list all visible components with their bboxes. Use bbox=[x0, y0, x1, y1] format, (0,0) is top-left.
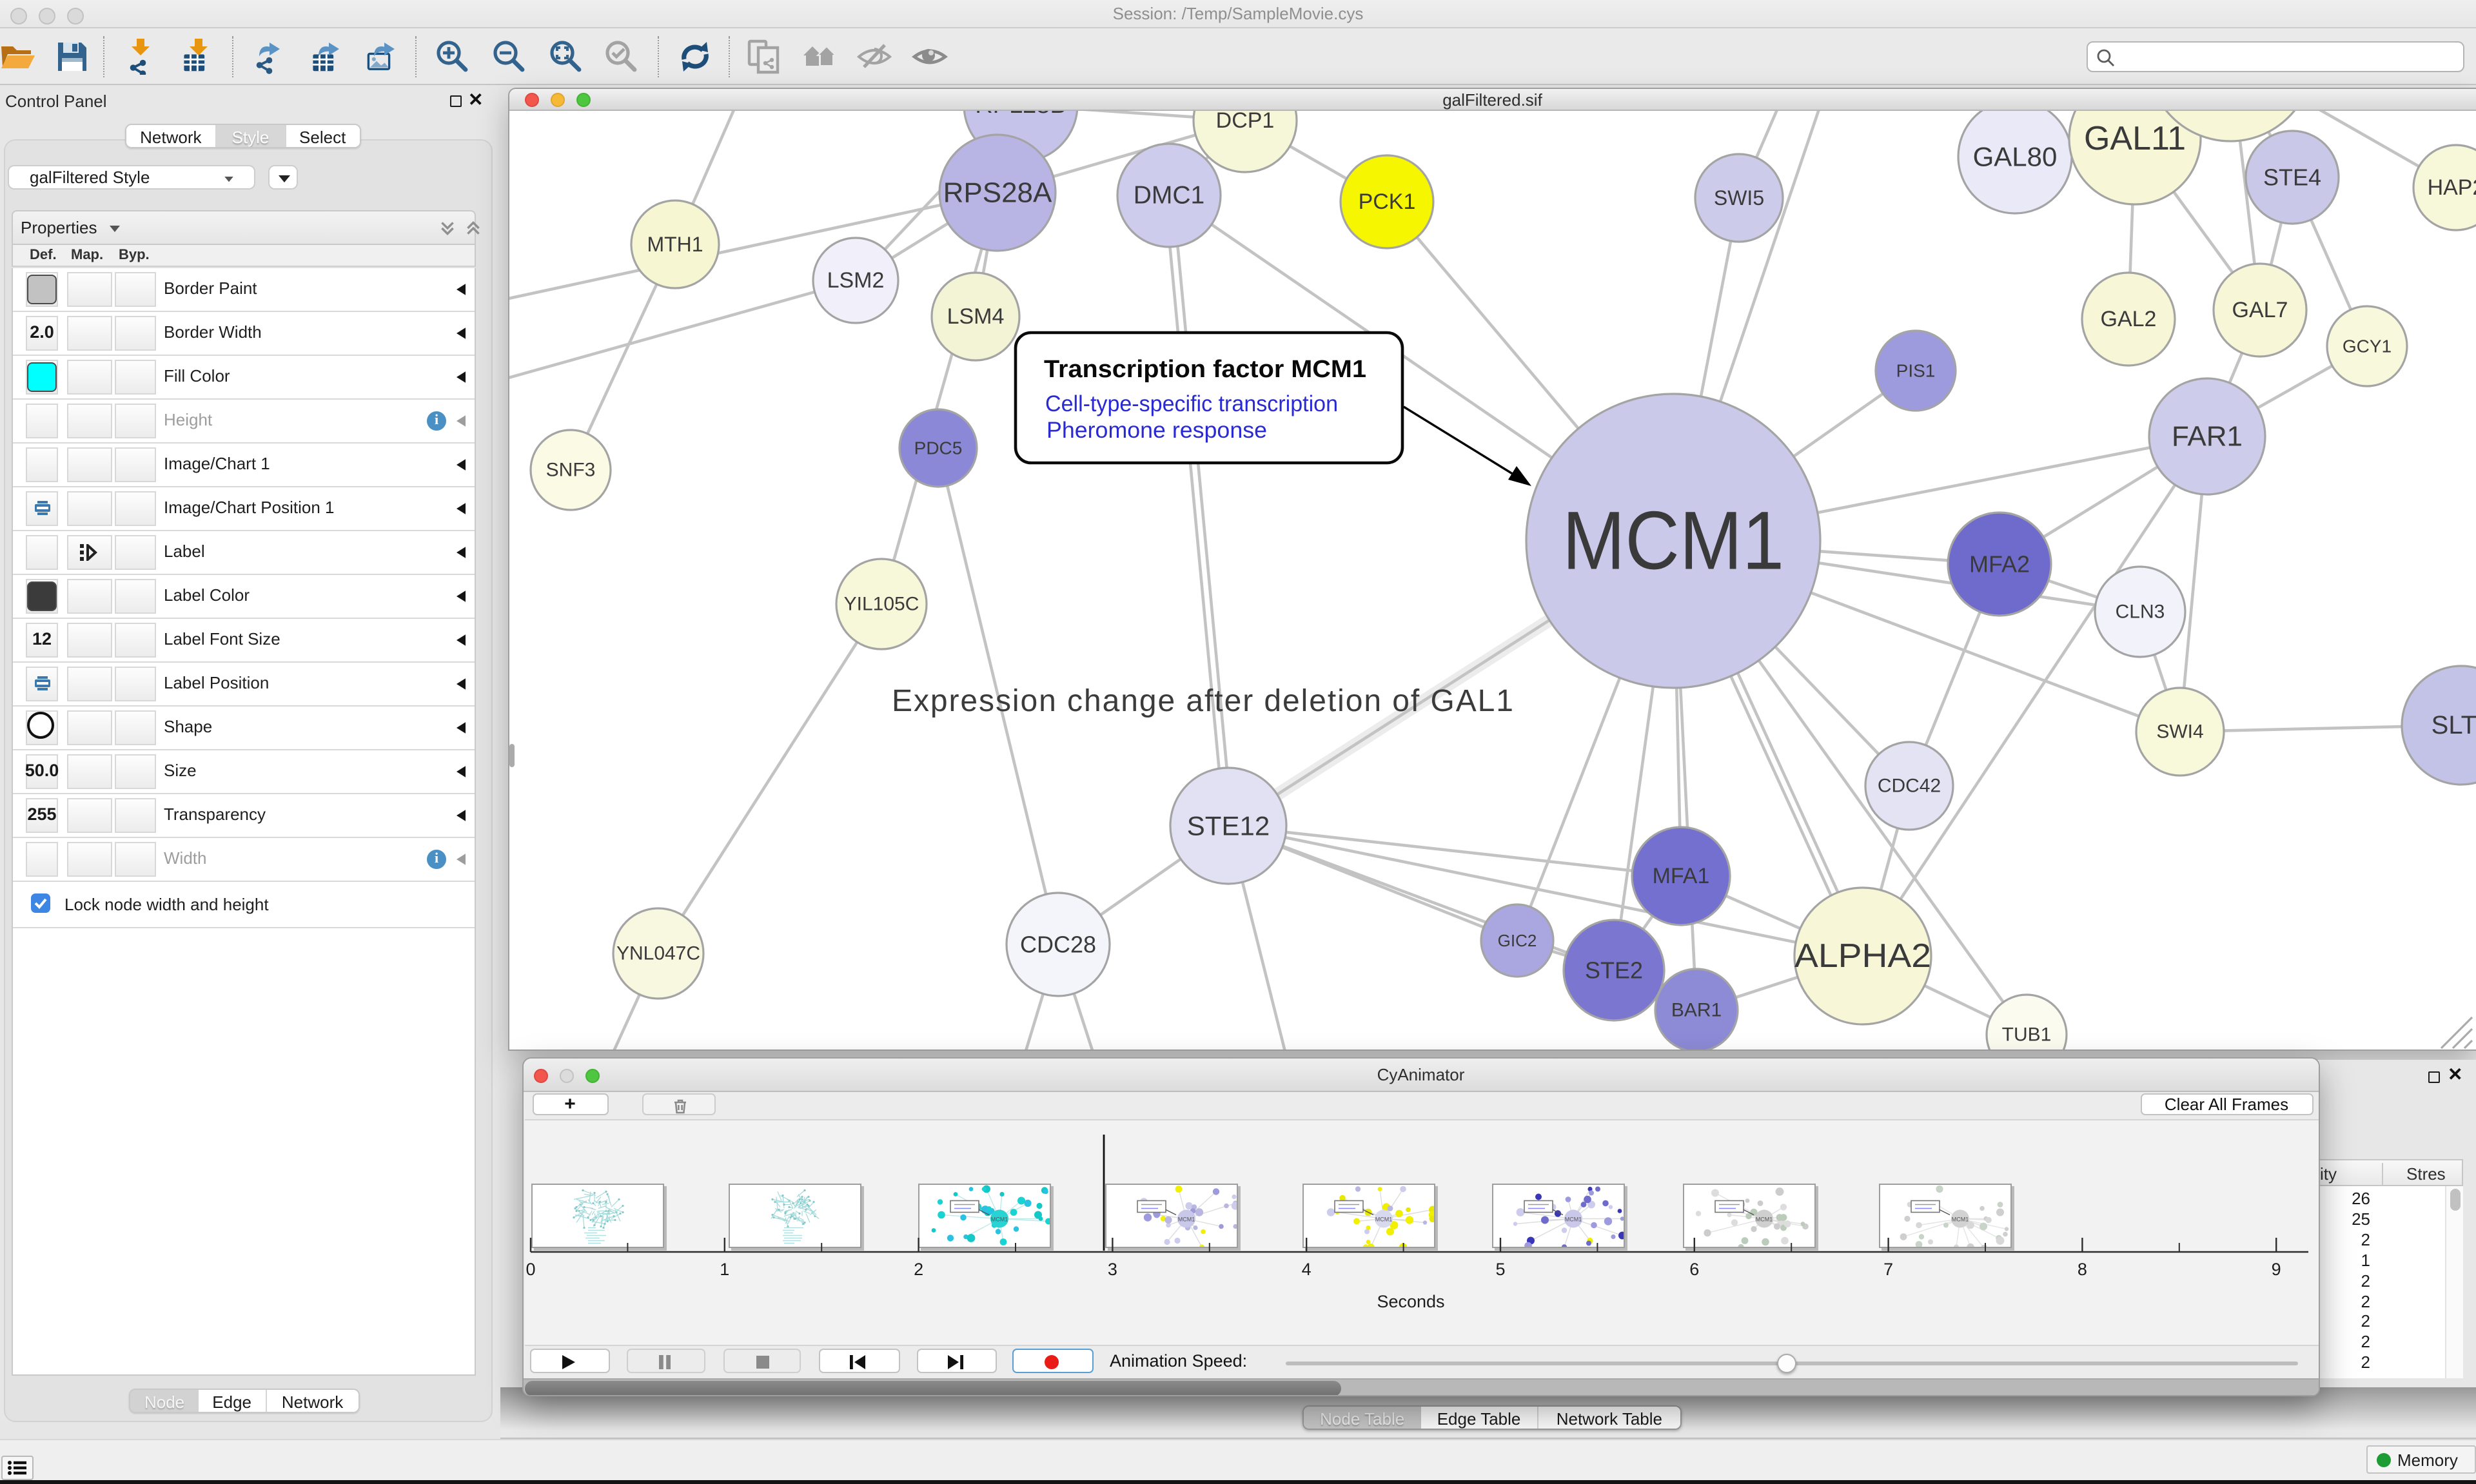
svg-text:YNL047C: YNL047C bbox=[616, 942, 700, 964]
svg-text:Seconds: Seconds bbox=[1377, 1291, 1444, 1311]
svg-text:DMC1: DMC1 bbox=[1133, 181, 1204, 209]
svg-text:SWI4: SWI4 bbox=[2156, 721, 2203, 742]
svg-text:LSM2: LSM2 bbox=[827, 268, 884, 292]
svg-text:RPL28B: RPL28B bbox=[974, 110, 1066, 118]
svg-text:BAR1: BAR1 bbox=[1671, 999, 1721, 1020]
svg-text:7: 7 bbox=[1883, 1259, 1893, 1278]
svg-text:STE2: STE2 bbox=[1584, 957, 1642, 983]
svg-text:CDC42: CDC42 bbox=[1877, 775, 1940, 796]
svg-text:PIS1: PIS1 bbox=[1896, 360, 1935, 380]
svg-text:SWI5: SWI5 bbox=[1713, 186, 1764, 209]
svg-text:FAR1: FAR1 bbox=[2171, 420, 2242, 452]
svg-text:ALPHA2: ALPHA2 bbox=[1794, 937, 1931, 974]
svg-text:SNF3: SNF3 bbox=[545, 459, 595, 480]
svg-text:STE12: STE12 bbox=[1186, 810, 1269, 841]
svg-text:PCK1: PCK1 bbox=[1358, 189, 1415, 213]
svg-text:Transcription factor MCM1: Transcription factor MCM1 bbox=[1043, 355, 1366, 382]
svg-text:MFA1: MFA1 bbox=[1652, 863, 1709, 888]
svg-text:5: 5 bbox=[1495, 1259, 1505, 1278]
svg-text:YIL105C: YIL105C bbox=[843, 593, 919, 614]
svg-text:TUB1: TUB1 bbox=[2001, 1024, 2051, 1045]
svg-text:MCM1: MCM1 bbox=[990, 1216, 1008, 1222]
svg-text:GAL7: GAL7 bbox=[2232, 297, 2288, 322]
svg-text:MTH1: MTH1 bbox=[646, 232, 702, 255]
svg-text:CDC28: CDC28 bbox=[1019, 931, 1096, 957]
svg-text:CLN3: CLN3 bbox=[2115, 601, 2165, 622]
svg-text:3: 3 bbox=[1108, 1259, 1117, 1278]
svg-text:2: 2 bbox=[914, 1259, 923, 1278]
svg-text:GIC2: GIC2 bbox=[1497, 930, 1537, 950]
svg-text:LSM4: LSM4 bbox=[947, 304, 1004, 328]
svg-text:4: 4 bbox=[1302, 1259, 1312, 1278]
svg-text:GCY1: GCY1 bbox=[2342, 336, 2391, 356]
svg-text:RPS28A: RPS28A bbox=[943, 177, 1052, 208]
svg-text:MCM1: MCM1 bbox=[1562, 494, 1783, 587]
svg-text:HAP2: HAP2 bbox=[2427, 175, 2476, 199]
svg-text:GAL11: GAL11 bbox=[2083, 119, 2185, 157]
svg-text:GAL2: GAL2 bbox=[2100, 306, 2156, 331]
svg-text:STE4: STE4 bbox=[2263, 164, 2321, 190]
svg-text:MCM1: MCM1 bbox=[1375, 1216, 1392, 1222]
svg-text:Expression change after deleti: Expression change after deletion of GAL1 bbox=[891, 683, 1513, 718]
svg-text:SLT2: SLT2 bbox=[2431, 710, 2476, 739]
svg-text:MCM1: MCM1 bbox=[1178, 1216, 1195, 1222]
svg-text:Cell-type-specific transcripti: Cell-type-specific transcription bbox=[1045, 391, 1337, 416]
svg-text:MCM1: MCM1 bbox=[1952, 1216, 1969, 1222]
svg-text:MFA2: MFA2 bbox=[1969, 551, 2029, 577]
svg-text:GAL80: GAL80 bbox=[1972, 141, 2057, 171]
svg-text:0: 0 bbox=[526, 1259, 535, 1278]
svg-text:DCP1: DCP1 bbox=[1215, 110, 1274, 132]
svg-text:6: 6 bbox=[1689, 1259, 1699, 1278]
svg-text:Pheromone response: Pheromone response bbox=[1046, 417, 1266, 442]
svg-text:MCM1: MCM1 bbox=[1756, 1216, 1773, 1222]
svg-text:8: 8 bbox=[2078, 1259, 2087, 1278]
svg-text:1: 1 bbox=[720, 1259, 729, 1278]
svg-text:9: 9 bbox=[2272, 1259, 2281, 1278]
svg-text:MCM1: MCM1 bbox=[1565, 1216, 1582, 1222]
svg-text:PDC5: PDC5 bbox=[914, 438, 962, 458]
